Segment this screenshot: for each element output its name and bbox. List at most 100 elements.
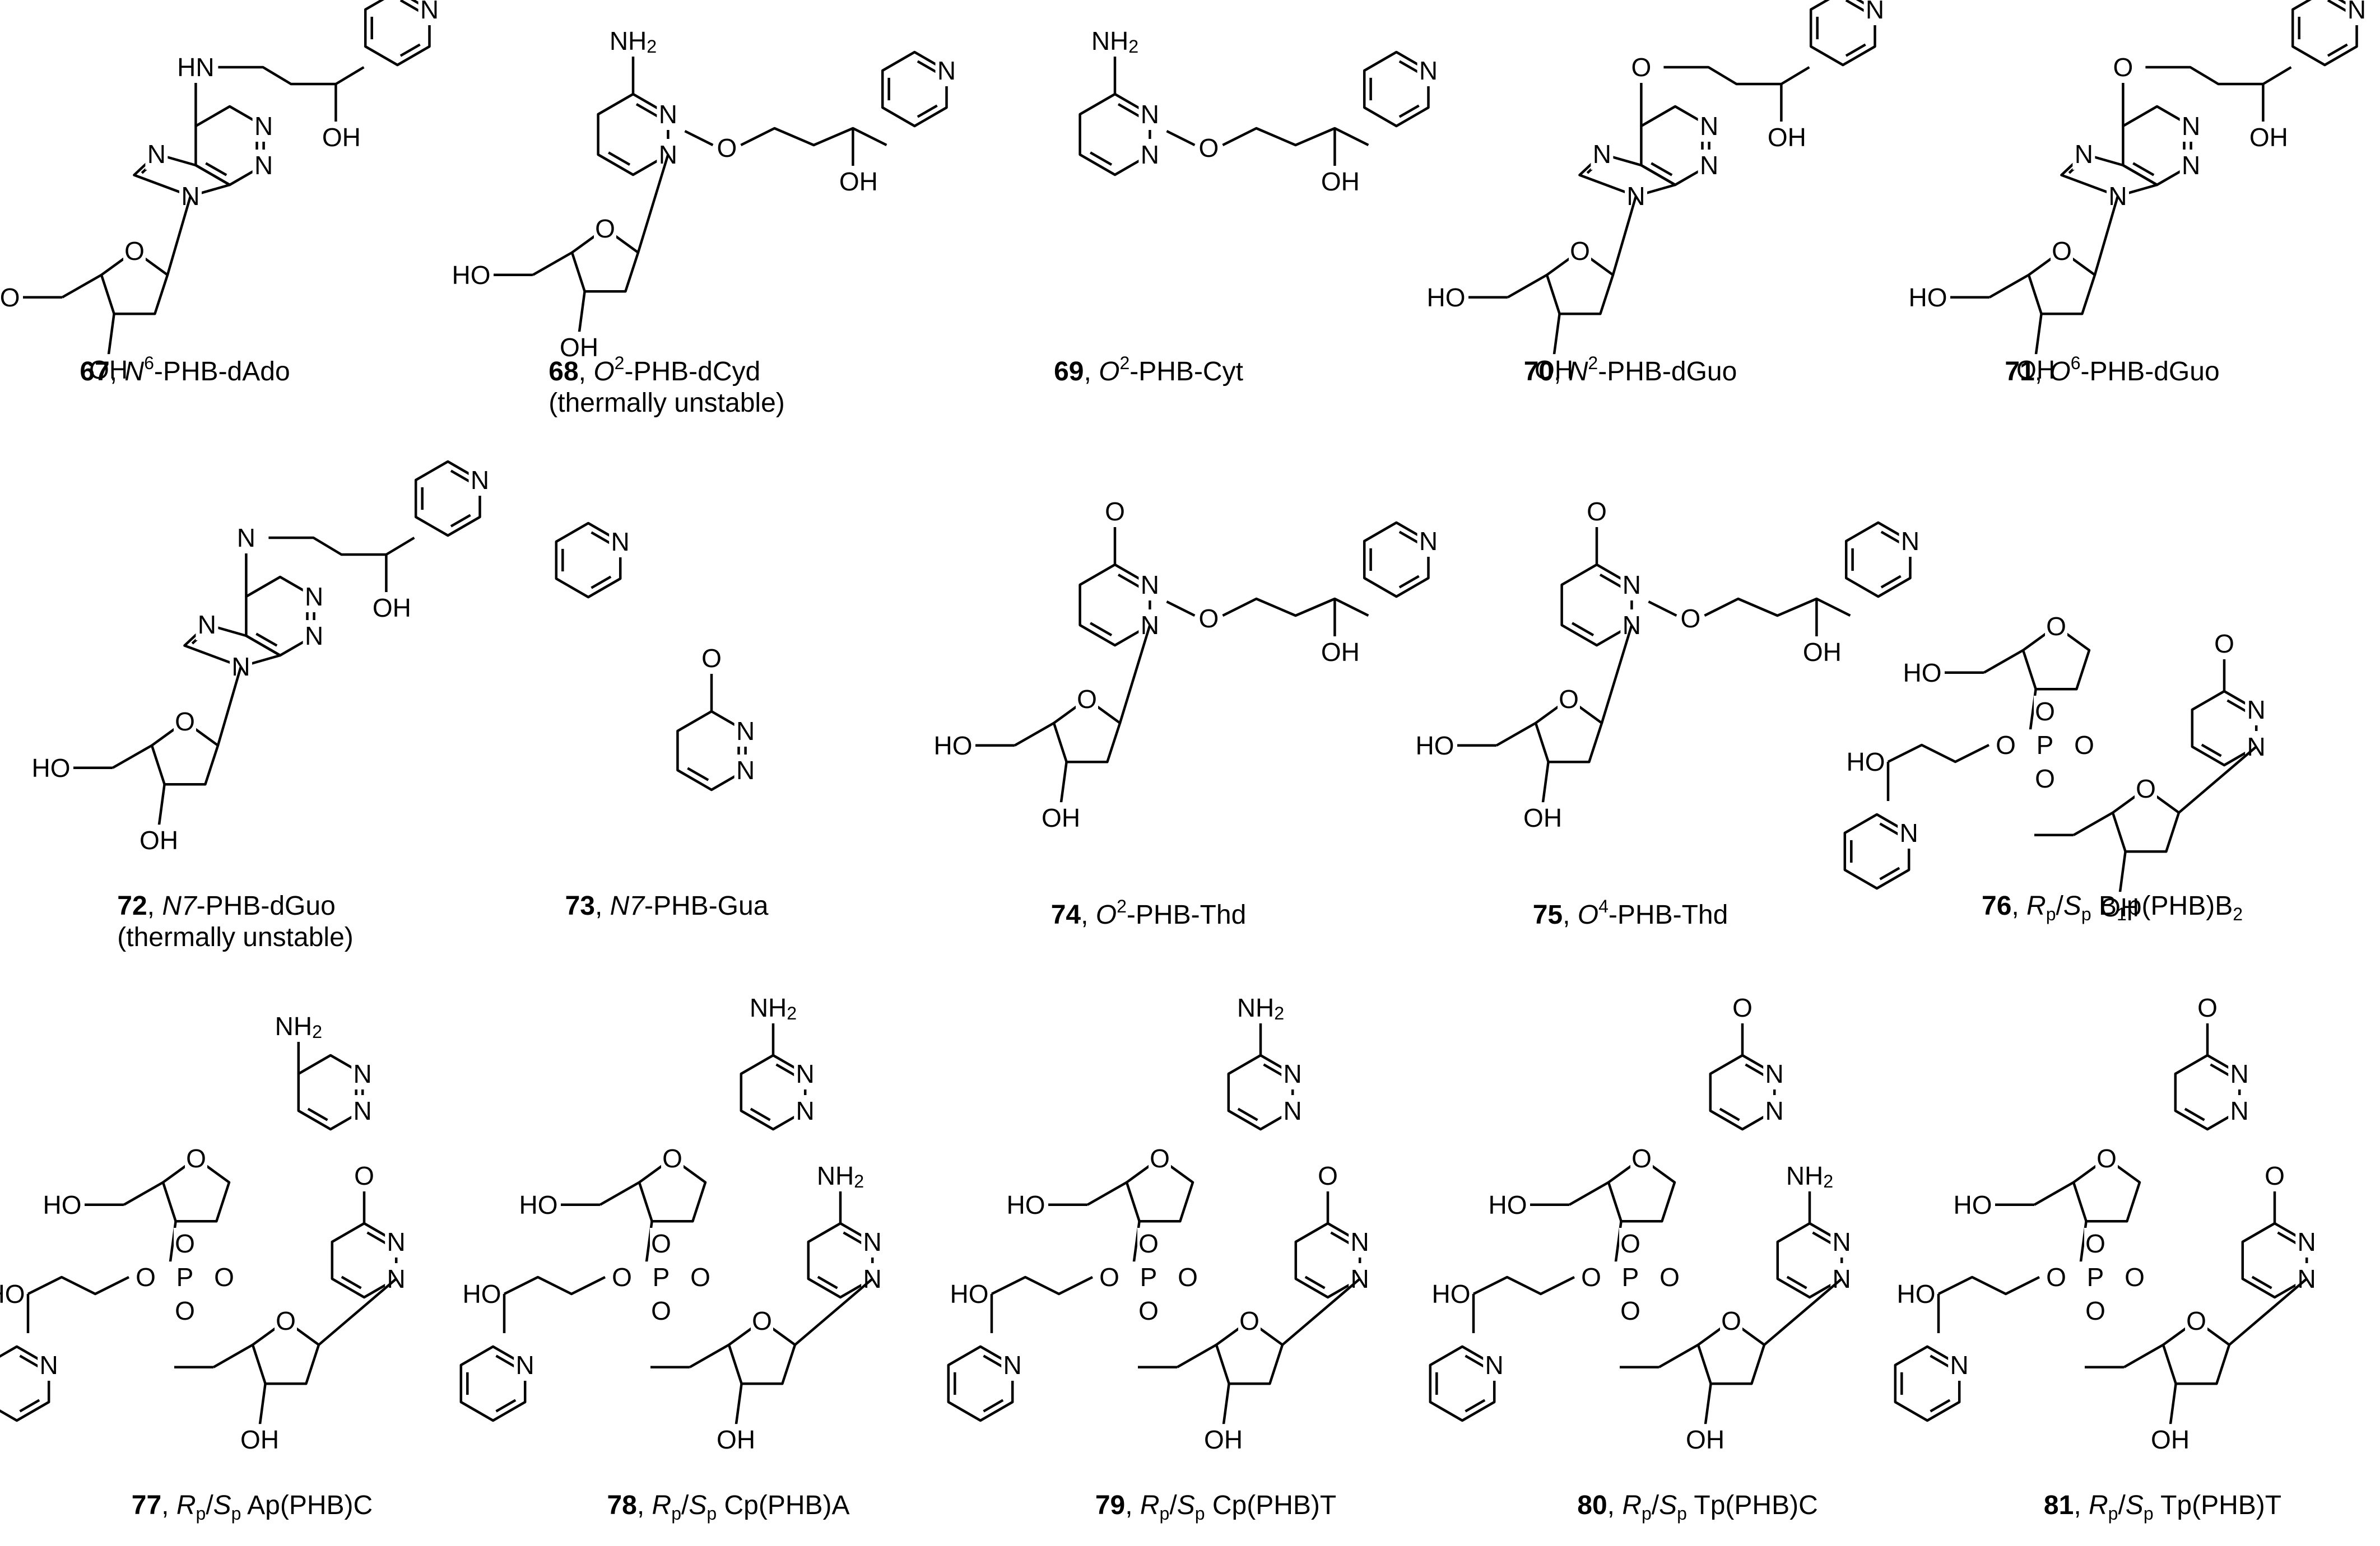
atom-label: O — [1138, 1229, 1159, 1258]
atom-label: N — [2348, 0, 2366, 24]
atom-label: O — [2085, 1229, 2105, 1258]
atom-label: N — [1833, 1227, 1851, 1256]
atom-label: O — [136, 1263, 156, 1292]
atom-label: O — [276, 1306, 296, 1335]
compound-name: Cp(PHB)T — [1212, 1491, 1337, 1520]
atom-label: O — [1559, 684, 1579, 714]
atom-label: NH2 — [1091, 26, 1138, 57]
atom-label: N — [1419, 527, 1438, 556]
atom-label: N — [863, 1227, 882, 1256]
atom-label: N — [1866, 0, 1884, 24]
stereo-prefix: Rp/Sp — [2026, 891, 2091, 924]
atom-label: NH2 — [610, 26, 657, 57]
atom-label: OH — [1321, 167, 1360, 196]
atom-label: O — [2197, 993, 2218, 1022]
compound-number: 78 — [607, 1491, 637, 1520]
atom-label: P — [176, 1263, 194, 1292]
compound-number: 80 — [1577, 1491, 1607, 1520]
atom-label: O — [2136, 774, 2156, 803]
atom-label: O — [1732, 993, 1753, 1022]
atom-label: O — [1620, 1229, 1640, 1258]
position-label: N7 — [610, 891, 645, 921]
atom-label: N — [471, 465, 489, 495]
compound-name: -PHB-Gua — [644, 891, 769, 921]
caption-69: 69, O2-PHB-Cyt — [1054, 353, 1243, 386]
atom-label: OH — [1042, 803, 1080, 832]
atom-label: O — [1105, 497, 1125, 526]
atom-label: OH — [2151, 1425, 2190, 1454]
atom-label: OH — [839, 167, 878, 196]
position-label: O — [1099, 357, 1120, 386]
atom-label: NH2 — [275, 1012, 322, 1042]
position-label: O — [1577, 900, 1599, 930]
atom-label: HO — [1427, 283, 1466, 312]
atom-label: N — [1765, 1059, 1784, 1088]
atom-label: O — [651, 1229, 671, 1258]
atom-label: O — [214, 1263, 234, 1292]
atom-label: NH2 — [1237, 993, 1284, 1023]
atom-label: N — [796, 1096, 815, 1125]
atom-label: OH — [560, 333, 598, 362]
atom-label: OH — [373, 593, 411, 622]
atom-label: P — [2087, 1263, 2104, 1292]
caption-76: 76, Rp/Sp B1p(PHB)B2 — [1981, 891, 2243, 924]
caption-75: 75, O4-PHB-Thd — [1532, 896, 1728, 930]
caption-70: 70, N2-PHB-dGuo — [1523, 353, 1737, 386]
compound-name: -PHB-dGuo — [1598, 357, 1737, 386]
atom-label: HO — [463, 1279, 501, 1308]
atom-label: O — [2214, 629, 2234, 658]
atom-label: O — [186, 1144, 206, 1173]
atom-label: O — [2035, 764, 2055, 793]
caption-80: 80, Rp/Sp Tp(PHB)C — [1577, 1491, 1818, 1524]
position-label: N7 — [162, 891, 197, 921]
atom-label: N — [254, 151, 273, 180]
atom-label: O — [1680, 604, 1700, 633]
atom-label: O — [1721, 1306, 1741, 1335]
atom-label: P — [653, 1263, 670, 1292]
atom-label: OH — [1523, 803, 1562, 832]
compound-name: Ap(PHB)C — [247, 1491, 373, 1520]
caption-78: 78, Rp/Sp Cp(PHB)A — [607, 1491, 850, 1524]
atom-label: N — [1765, 1096, 1784, 1125]
atom-label: N — [659, 100, 677, 129]
atom-label: HO — [452, 260, 491, 290]
atom-label: N — [736, 716, 755, 746]
atom-label: N — [796, 1059, 815, 1088]
atom-label: N — [937, 56, 956, 85]
atom-label: O — [1570, 236, 1590, 266]
compound-number: 69 — [1054, 357, 1084, 386]
atom-label: HO — [1416, 731, 1454, 760]
atom-label: HO — [1432, 1279, 1471, 1308]
atom-label: NH2 — [1786, 1161, 1833, 1191]
atom-label: OH — [1768, 123, 1806, 152]
compound-number: 76 — [1981, 891, 2012, 921]
atom-label: OH — [2016, 355, 2055, 384]
atom-label: O — [2046, 1263, 2066, 1292]
atom-label: N — [198, 610, 216, 639]
atom-label: N — [1950, 1351, 1969, 1380]
compound-name: -PHB-Thd — [1608, 900, 1728, 930]
compound-number: 79 — [1095, 1491, 1126, 1520]
atom-label: N — [1900, 818, 1918, 847]
atom-label: N — [1141, 100, 1159, 129]
compound-name: -PHB-dGuo — [2080, 357, 2220, 386]
compound-number: 74 — [1050, 900, 1081, 930]
compound-number: 77 — [131, 1491, 162, 1520]
caption-74: 74, O2-PHB-Thd — [1050, 896, 1247, 930]
atom-label: O — [175, 1296, 195, 1325]
compound-name: B1p(PHB)B2 — [2099, 891, 2243, 924]
atom-label: OH — [1321, 637, 1360, 667]
atom-label: N — [1485, 1351, 1504, 1380]
atom-label: N — [736, 756, 755, 785]
compound-name: -PHB-dGuo — [196, 891, 336, 921]
atom-label: O — [1996, 730, 2016, 760]
atom-label: O — [2085, 1296, 2105, 1325]
atom-label: N — [516, 1351, 534, 1380]
atom-label: O — [1581, 1263, 1601, 1292]
atom-label: OH — [1686, 1425, 1724, 1454]
